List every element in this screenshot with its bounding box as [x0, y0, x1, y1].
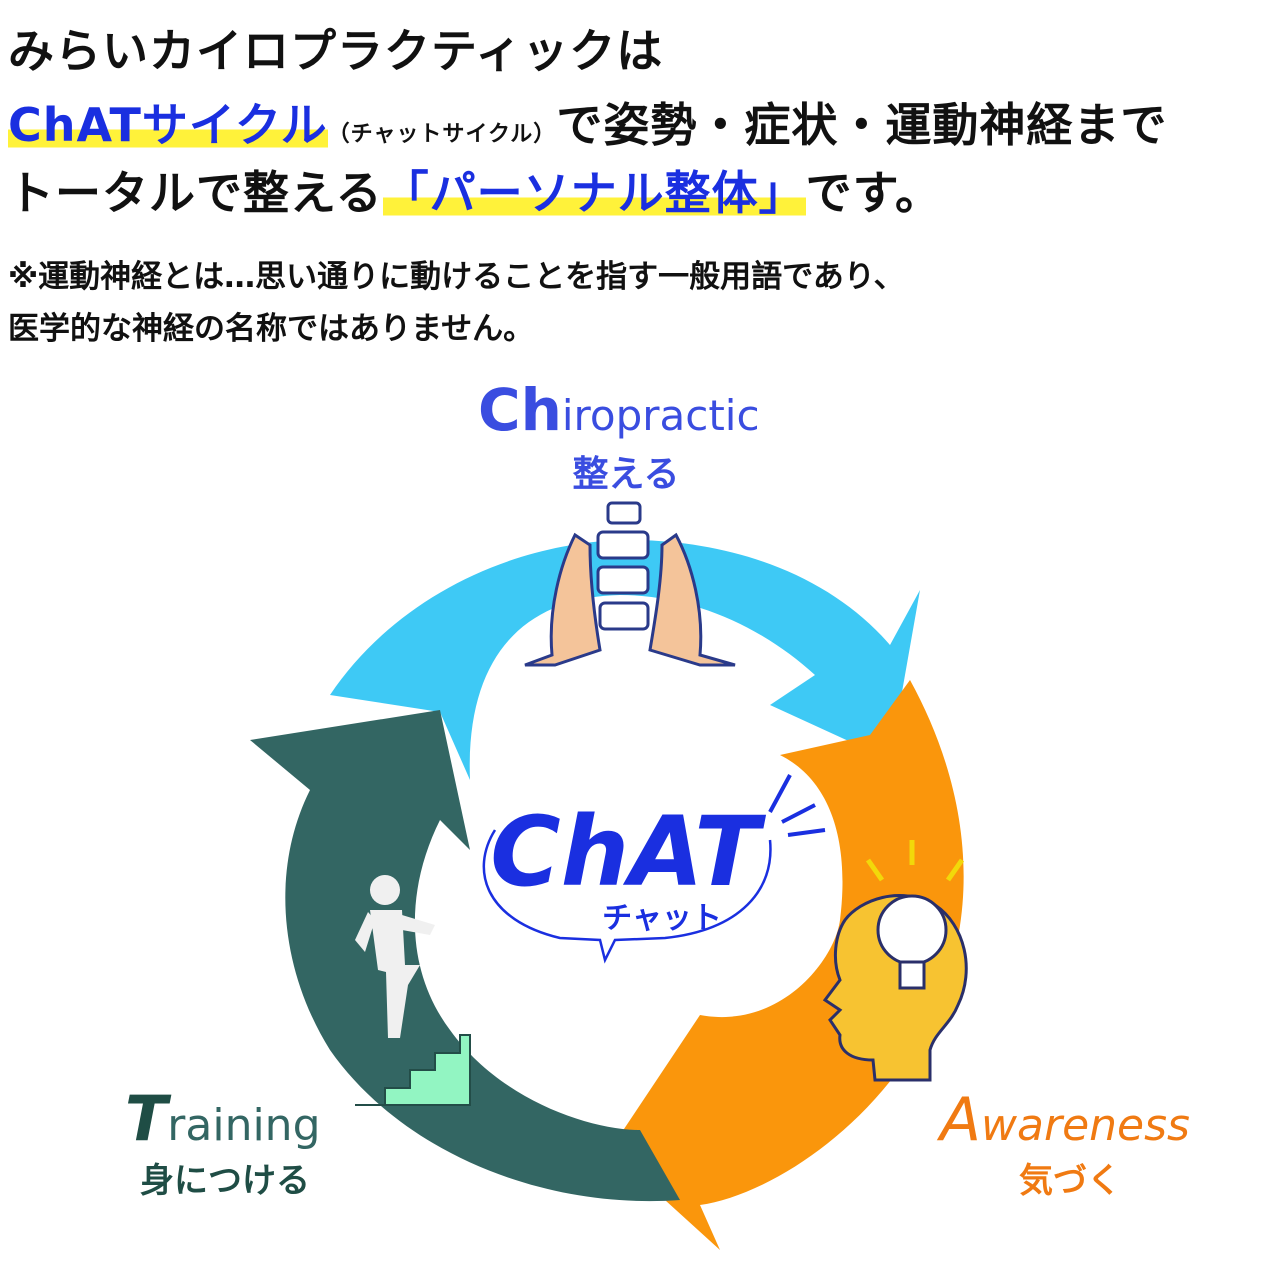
- chiropractic-initial: Ch: [478, 376, 562, 444]
- headline-text-3a: トータルで整える: [8, 166, 383, 220]
- training-jp: 身につける: [140, 1161, 310, 1201]
- note-line-1: ※運動神経とは…思い通りに動けることを指す一般用語であり、: [8, 259, 905, 295]
- chat-cycle-diagram: ChAT チャット Chiropractic 整える Awareness 気づく…: [125, 376, 1190, 1250]
- spark-line-1: [768, 774, 792, 813]
- spark-line-2: [781, 803, 816, 824]
- chiropractic-label: Chiropractic: [478, 376, 760, 444]
- personal-seitai-highlight: 「パーソナル整体」: [382, 166, 806, 220]
- headline-text-2: で姿勢・症状・運動神経まで: [556, 98, 1168, 152]
- headline-line-1: みらいカイロプラクティックは: [8, 28, 663, 74]
- awareness-label: Awareness: [936, 1085, 1190, 1155]
- center-title: ChAT: [490, 796, 766, 908]
- brand-chat-cycle: ChATサイクル: [8, 98, 328, 152]
- spark-line-3: [787, 828, 826, 837]
- training-rest: raining: [167, 1100, 320, 1151]
- awareness-rest: wareness: [981, 1100, 1190, 1151]
- center-subtitle: チャット: [602, 901, 722, 936]
- brand-reading: （チャットサイクル）: [327, 122, 557, 147]
- awareness-jp: 気づく: [1019, 1161, 1121, 1201]
- headline-text-3b: です。: [805, 166, 943, 220]
- headline-text-1: みらいカイロプラクティックは: [8, 24, 664, 78]
- spine-hands-icon: [524, 501, 736, 667]
- head-lightbulb-icon: [822, 840, 968, 1082]
- training-initial: T: [125, 1082, 172, 1155]
- chiropractic-jp: 整える: [573, 454, 680, 495]
- awareness-initial: A: [936, 1085, 981, 1155]
- training-label: Training: [125, 1082, 321, 1155]
- chiropractic-rest: iropractic: [562, 391, 760, 440]
- awareness-arc: [610, 680, 964, 1250]
- chat-speech-bubble: [482, 829, 772, 964]
- person-stairs-icon: [355, 875, 471, 1106]
- headline-line-3: トータルで整える「パーソナル整体」です。: [8, 166, 942, 220]
- headline-line-2: ChATサイクル（チャットサイクル）で姿勢・症状・運動神経まで: [8, 98, 1167, 152]
- note-line-2: 医学的な神経の名称ではありません。: [8, 311, 535, 347]
- chiropractic-arc: [330, 539, 920, 780]
- training-arc: [250, 710, 680, 1202]
